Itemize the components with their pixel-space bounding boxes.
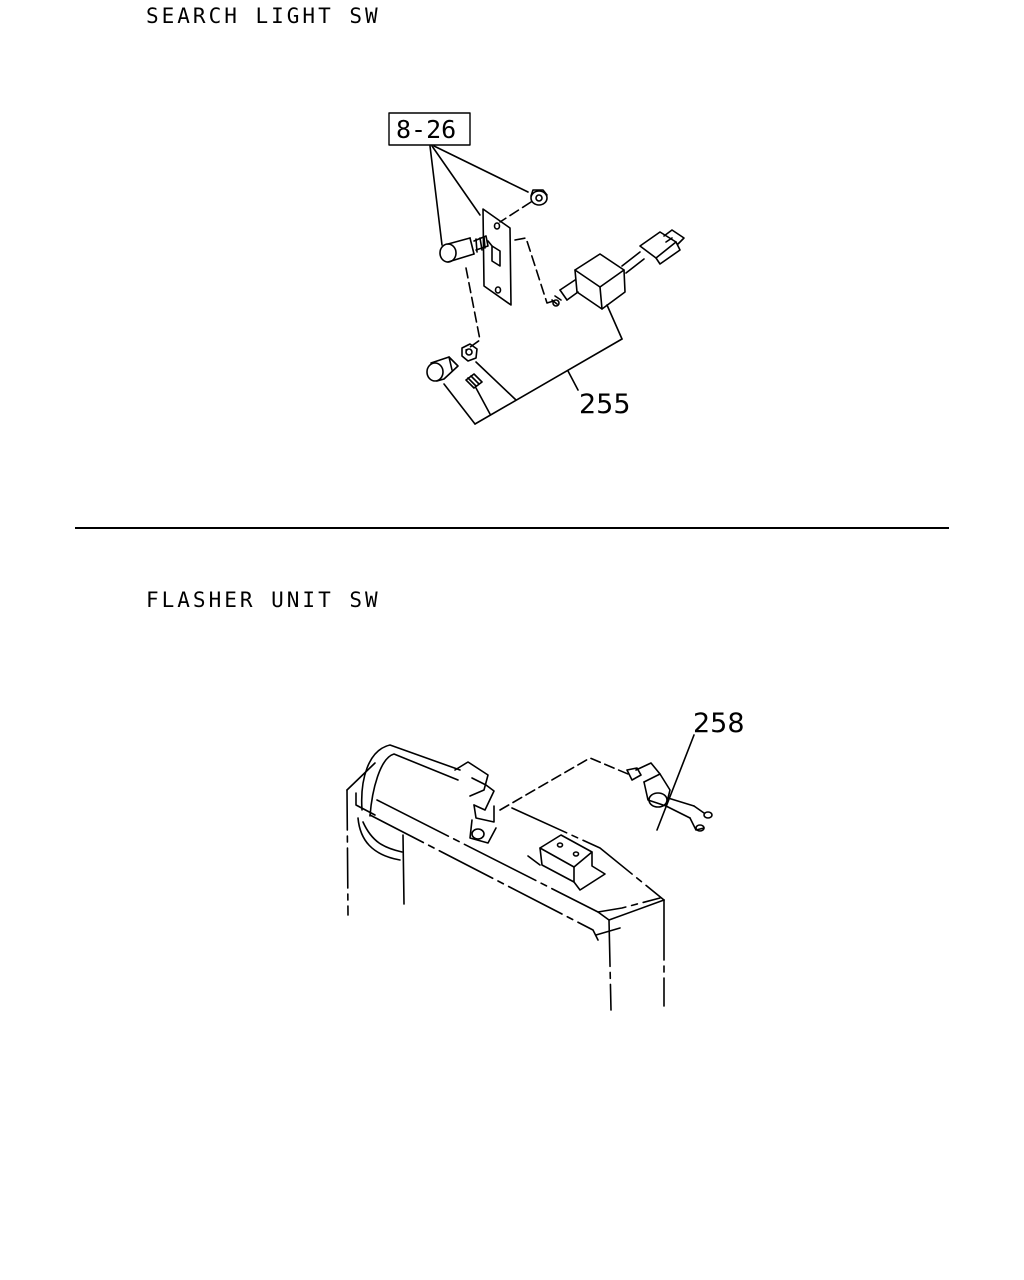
set-screw-icon <box>465 373 483 389</box>
switch-icon[interactable] <box>551 229 685 310</box>
leader-line <box>474 338 623 425</box>
mounting-bracket <box>527 834 606 891</box>
leader-line <box>443 383 476 425</box>
nut-icon <box>530 189 548 206</box>
assembly-line <box>499 201 532 223</box>
search-light-switch-assembly: 8-26 <box>388 112 685 425</box>
knob-icon[interactable] <box>426 356 459 382</box>
section-title-flasher-unit-sw: FLASHER UNIT SW <box>146 588 381 612</box>
assembly-line <box>499 757 629 811</box>
section-divider <box>75 527 949 529</box>
reference-box-label: 8-26 <box>396 115 456 144</box>
reference-box-8-26[interactable]: 8-26 <box>388 112 471 146</box>
bolt-icon <box>439 235 489 263</box>
leader-line <box>433 145 529 193</box>
pressure-switch-icon[interactable] <box>626 762 713 832</box>
nut-icon <box>461 343 478 362</box>
flasher-unit-switch-assembly: 258 <box>346 708 745 1011</box>
assembly-line <box>514 237 558 304</box>
part-number-label[interactable]: 255 <box>579 389 631 420</box>
leader-line <box>475 387 491 415</box>
leader-line <box>475 361 517 401</box>
leader-line <box>567 370 579 391</box>
pressure-cable <box>357 744 461 861</box>
leader-line <box>606 304 623 340</box>
assembly-line <box>465 267 481 351</box>
section-title-search-light-sw: SEARCH LIGHT SW <box>146 4 381 28</box>
assembly-line <box>487 240 493 247</box>
bracket-plate <box>482 208 512 306</box>
leader-line <box>656 734 695 831</box>
fitting-icon <box>454 761 497 844</box>
leader-line <box>429 145 443 246</box>
housing-frame <box>346 762 665 1011</box>
leader-line <box>431 145 481 216</box>
part-number-label[interactable]: 258 <box>693 708 745 739</box>
